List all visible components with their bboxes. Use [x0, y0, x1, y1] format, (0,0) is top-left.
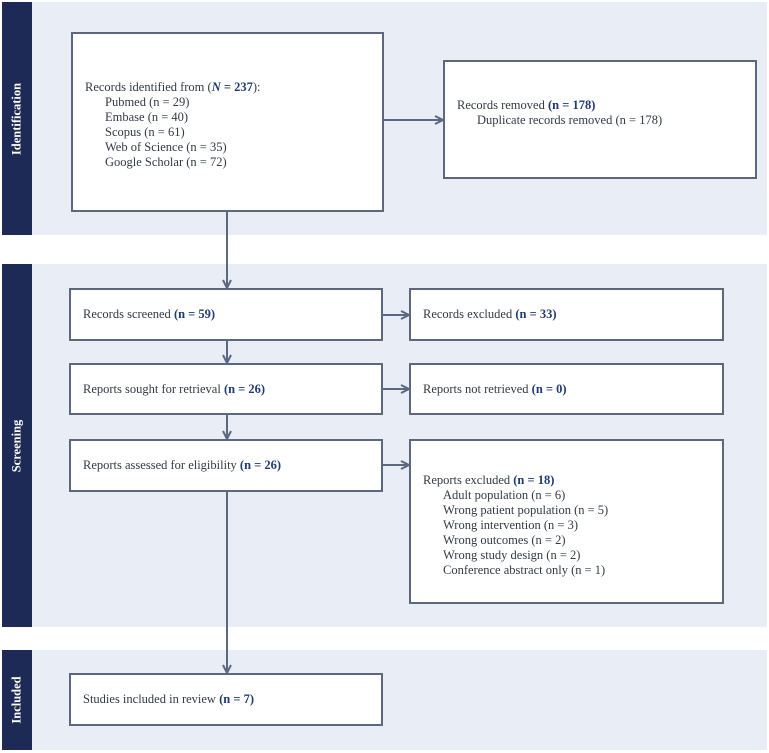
not-retrieved-label: Reports not retrieved	[423, 381, 532, 396]
exclusion-reason: Wrong study design (n = 2)	[443, 548, 581, 562]
reports-excluded-heading: Reports excluded (n = 18)	[423, 473, 722, 488]
duplicates-removed: Duplicate records removed (n = 178)	[477, 113, 663, 127]
identified-n-label: N	[211, 80, 221, 94]
identified-lead: Records identified from (	[85, 80, 212, 94]
records-identified-box: Records identified from (N = 237): Pubme…	[71, 32, 384, 212]
source-scopus: Scopus (n = 61)	[105, 125, 185, 139]
source-pubmed: Pubmed (n = 29)	[105, 95, 190, 109]
excluded-count: (n = 33)	[515, 307, 557, 321]
records-removed-heading: Records removed (n = 178)	[457, 98, 755, 113]
studies-included-box: Studies included in review (n = 7)	[69, 673, 383, 726]
records-screened-box: Records screened (n = 59)	[69, 288, 383, 341]
reports-sought-box: Reports sought for retrieval (n = 26)	[69, 363, 383, 415]
exclusion-reason: Adult population (n = 6)	[443, 488, 566, 502]
included-label: Studies included in review	[83, 692, 220, 706]
source-google-scholar: Google Scholar (n = 72)	[105, 155, 227, 169]
reports-not-retrieved-box: Reports not retrieved (n = 0)	[409, 363, 724, 415]
sought-count: (n = 26)	[223, 381, 266, 396]
reports-excluded-count: (n = 18)	[513, 473, 555, 487]
records-removed-box: Records removed (n = 178) Duplicate reco…	[443, 60, 757, 179]
screened-count: (n = 59)	[173, 307, 216, 321]
not-retrieved-count: (n = 0)	[531, 381, 567, 396]
exclusion-reason: Conference abstract only (n = 1)	[443, 563, 606, 577]
identified-tail: ):	[252, 80, 261, 94]
reports-excluded-box: Reports excluded (n = 18) Adult populati…	[409, 439, 724, 604]
exclusion-reason: Wrong patient population (n = 5)	[443, 503, 609, 517]
exclusion-reason: Wrong outcomes (n = 2)	[443, 533, 566, 547]
included-stage-label: Included	[2, 650, 32, 750]
records-excluded-box: Records excluded (n = 33)	[409, 288, 724, 341]
reports-excluded-label: Reports excluded	[423, 473, 514, 487]
removed-label: Records removed	[457, 98, 548, 112]
assessed-count: (n = 26)	[239, 458, 282, 472]
removed-count: (n = 178)	[547, 98, 596, 112]
identification-stage-label: Identification	[2, 2, 32, 235]
source-web-of-science: Web of Science (n = 35)	[105, 140, 227, 154]
records-identified-heading: Records identified from (N = 237):	[85, 80, 382, 95]
excluded-label: Records excluded	[423, 307, 516, 321]
reports-assessed-box: Reports assessed for eligibility (n = 26…	[69, 439, 383, 492]
included-count: (n = 7)	[219, 692, 254, 706]
exclusion-reason: Wrong intervention (n = 3)	[443, 518, 578, 532]
identified-n-value: = 237	[220, 80, 253, 94]
source-embase: Embase (n = 40)	[105, 110, 189, 124]
screened-label: Records screened	[83, 307, 174, 321]
sought-label: Reports sought for retrieval	[83, 381, 224, 396]
assessed-label: Reports assessed for eligibility	[83, 458, 240, 472]
screening-stage-label: Screening	[2, 264, 32, 627]
